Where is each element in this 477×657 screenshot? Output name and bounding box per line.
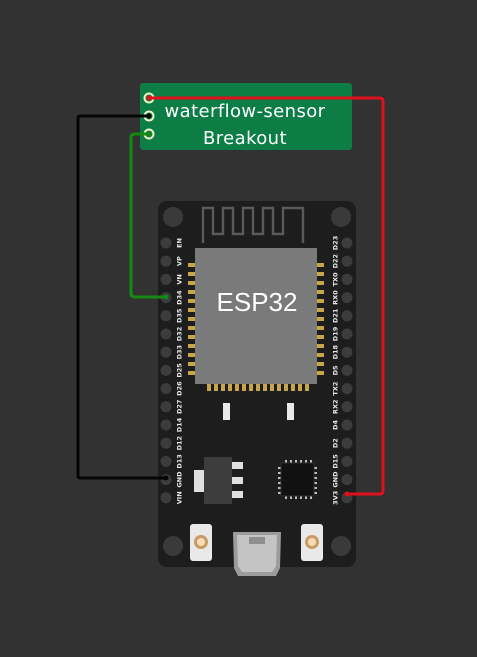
left-pin-d26[interactable] bbox=[160, 383, 172, 395]
left-pin-vn[interactable] bbox=[160, 273, 172, 285]
right-pin-label: D5 bbox=[332, 365, 340, 375]
right-pin-label: 3V3 bbox=[332, 491, 340, 505]
right-pin-label: TX2 bbox=[332, 382, 340, 396]
left-pin-vp[interactable] bbox=[160, 255, 172, 267]
right-pin-d4[interactable] bbox=[341, 419, 353, 431]
right-pin-label: D19 bbox=[332, 326, 340, 341]
left-pin-label: D27 bbox=[176, 400, 184, 414]
waterflow-sensor-breakout[interactable]: waterflow-sensor Breakout bbox=[140, 83, 352, 150]
left-pin-en[interactable] bbox=[160, 237, 172, 249]
left-pin-d13[interactable] bbox=[160, 455, 172, 467]
endpoint-dot bbox=[146, 113, 152, 119]
wires bbox=[76, 96, 385, 496]
signal-wire[interactable] bbox=[129, 132, 166, 299]
boot-button[interactable] bbox=[190, 524, 212, 561]
right-pin-label: TX0 bbox=[332, 272, 340, 286]
left-pin-d33[interactable] bbox=[160, 346, 172, 358]
right-pin-rx0[interactable] bbox=[341, 292, 353, 304]
left-pin-label: D13 bbox=[176, 454, 184, 468]
mounting-hole bbox=[163, 207, 183, 227]
antenna-trace bbox=[201, 206, 305, 243]
left-pin-label: VN bbox=[176, 274, 184, 284]
right-pin-label: D22 bbox=[332, 254, 340, 268]
sensor-title-line1: waterflow-sensor bbox=[165, 101, 326, 122]
right-pin-d15[interactable] bbox=[341, 455, 353, 467]
right-pin-label: D18 bbox=[332, 345, 340, 360]
left-pin-label: EN bbox=[176, 238, 184, 248]
left-pin-vin[interactable] bbox=[160, 492, 172, 504]
left-pin-d12[interactable] bbox=[160, 437, 172, 449]
voltage-regulator bbox=[194, 457, 243, 504]
right-pin-label: RX0 bbox=[332, 290, 340, 305]
right-pin-label: D2 bbox=[332, 438, 340, 448]
mounting-hole bbox=[163, 536, 183, 556]
left-pin-label: D34 bbox=[176, 290, 184, 305]
right-pin-d23[interactable] bbox=[341, 237, 353, 249]
micro-usb-port[interactable] bbox=[233, 532, 281, 576]
right-pin-d5[interactable] bbox=[341, 364, 353, 376]
usb-serial-chip bbox=[278, 460, 317, 499]
right-pin-d18[interactable] bbox=[341, 346, 353, 358]
right-pin-label: D15 bbox=[332, 454, 340, 469]
right-pin-label: D21 bbox=[332, 308, 340, 323]
chip-label: ESP32 bbox=[217, 287, 298, 317]
left-pin-d35[interactable] bbox=[160, 310, 172, 322]
left-pin-label: D33 bbox=[176, 345, 184, 359]
right-pin-d21[interactable] bbox=[341, 310, 353, 322]
left-pin-label: D26 bbox=[176, 381, 184, 396]
ground-wire[interactable] bbox=[76, 114, 166, 480]
mounting-hole bbox=[331, 207, 351, 227]
left-pin-label: D35 bbox=[176, 308, 184, 323]
right-pin-d19[interactable] bbox=[341, 328, 353, 340]
chip-module-pads bbox=[188, 263, 324, 391]
right-pin-d2[interactable] bbox=[341, 437, 353, 449]
esp32-chip-module bbox=[195, 248, 317, 384]
left-pin-d25[interactable] bbox=[160, 364, 172, 376]
endpoint-dot bbox=[163, 294, 169, 300]
left-pin-label: D32 bbox=[176, 327, 184, 341]
left-pin-d14[interactable] bbox=[160, 419, 172, 431]
left-pin-label: D14 bbox=[176, 417, 184, 432]
smd-component bbox=[287, 403, 294, 420]
left-pin-d32[interactable] bbox=[160, 328, 172, 340]
right-pin-gnd[interactable] bbox=[341, 474, 353, 486]
left-pin-label: VIN bbox=[176, 491, 184, 504]
right-pin-label: GND bbox=[332, 471, 340, 488]
left-pin-d27[interactable] bbox=[160, 401, 172, 413]
esp32-devkit-board[interactable]: ESP32 bbox=[158, 201, 356, 576]
endpoint-dot bbox=[163, 475, 169, 481]
smd-component bbox=[223, 403, 230, 420]
right-pin-d22[interactable] bbox=[341, 255, 353, 267]
endpoint-dot bbox=[146, 95, 152, 101]
right-pin-label: D23 bbox=[332, 236, 340, 250]
right-pin-label: RX2 bbox=[332, 400, 340, 415]
left-pin-label: D25 bbox=[176, 363, 184, 378]
right-pin-tx2[interactable] bbox=[341, 383, 353, 395]
mounting-hole bbox=[331, 536, 351, 556]
right-pin-label: D4 bbox=[332, 420, 340, 430]
endpoint-dot bbox=[344, 491, 350, 497]
right-pin-tx0[interactable] bbox=[341, 273, 353, 285]
left-pin-label: D12 bbox=[176, 436, 184, 450]
sensor-title-line2: Breakout bbox=[203, 128, 287, 149]
left-pin-label: VP bbox=[176, 256, 184, 266]
endpoint-dot bbox=[146, 131, 152, 137]
left-pin-label: GND bbox=[176, 471, 184, 488]
power-wire[interactable] bbox=[149, 96, 385, 496]
right-pin-rx2[interactable] bbox=[341, 401, 353, 413]
reset-button[interactable] bbox=[301, 524, 323, 561]
wire-endpoints bbox=[146, 95, 350, 497]
